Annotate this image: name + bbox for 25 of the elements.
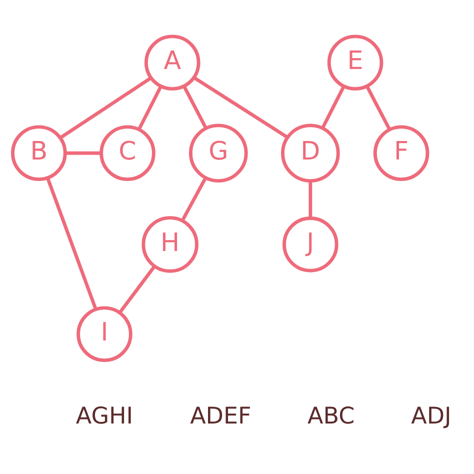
connector bbox=[118, 265, 156, 314]
node-circle: H bbox=[142, 216, 198, 272]
node-circle: J bbox=[282, 216, 338, 272]
connector bbox=[181, 176, 207, 221]
label: ADJ bbox=[411, 402, 452, 429]
node-circle: D bbox=[280, 123, 340, 182]
connector bbox=[65, 150, 102, 154]
label: AGHI bbox=[76, 402, 134, 429]
node-circle: C bbox=[100, 124, 156, 181]
connector bbox=[193, 76, 289, 138]
node-circle: A bbox=[144, 34, 200, 90]
connector bbox=[46, 176, 98, 310]
label: ABC bbox=[308, 402, 355, 429]
node-circle: I bbox=[76, 306, 132, 362]
connector bbox=[308, 180, 312, 218]
node-circle: F bbox=[373, 124, 430, 181]
node-circle: E bbox=[327, 34, 384, 90]
connector bbox=[59, 76, 152, 139]
connector bbox=[365, 84, 392, 130]
node-circle: B bbox=[11, 124, 67, 181]
label: ADEF bbox=[190, 402, 252, 429]
connector bbox=[182, 84, 208, 128]
node-circle: G bbox=[188, 123, 248, 182]
connector bbox=[137, 85, 162, 130]
connector bbox=[321, 85, 346, 128]
